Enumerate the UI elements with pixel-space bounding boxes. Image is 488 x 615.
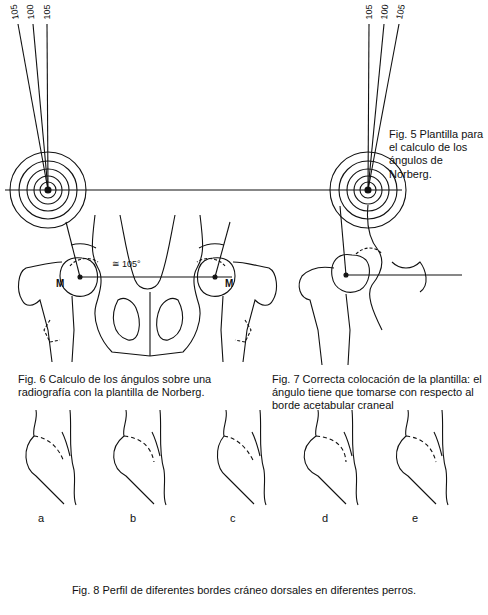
figure-caption: Fig. 6 Calculo de los ángulos sobre una … [18, 373, 263, 399]
point-label: M [225, 278, 233, 290]
figure-caption: Fig. 5 Plantilla para el calculo de los … [389, 128, 484, 181]
angle-value: 105 [394, 4, 407, 21]
pelvis-radiograph [19, 215, 277, 362]
panel-letter: c [230, 512, 236, 525]
figure-caption: Fig. 8 Perfil de diferentes bordes cráne… [10, 584, 478, 597]
angle-value: 105 [42, 4, 53, 19]
angle-label: ≅ 105° [112, 259, 141, 270]
angle-value: 100 [25, 4, 37, 20]
point-label: M [56, 278, 64, 290]
figure-caption: Fig. 7 Correcta colocación de la plantil… [272, 373, 484, 413]
panel-letter: d [322, 512, 328, 525]
norberg-template [5, 24, 406, 228]
panel-letter: b [130, 512, 136, 525]
angle-value: 100 [379, 4, 391, 20]
panel-letter: a [38, 512, 44, 525]
angle-value: 105 [364, 4, 375, 19]
hip-joint [299, 205, 462, 365]
panel-letter: e [412, 512, 418, 525]
acetabular-profiles [26, 410, 448, 505]
angle-value: 105 [8, 4, 21, 21]
